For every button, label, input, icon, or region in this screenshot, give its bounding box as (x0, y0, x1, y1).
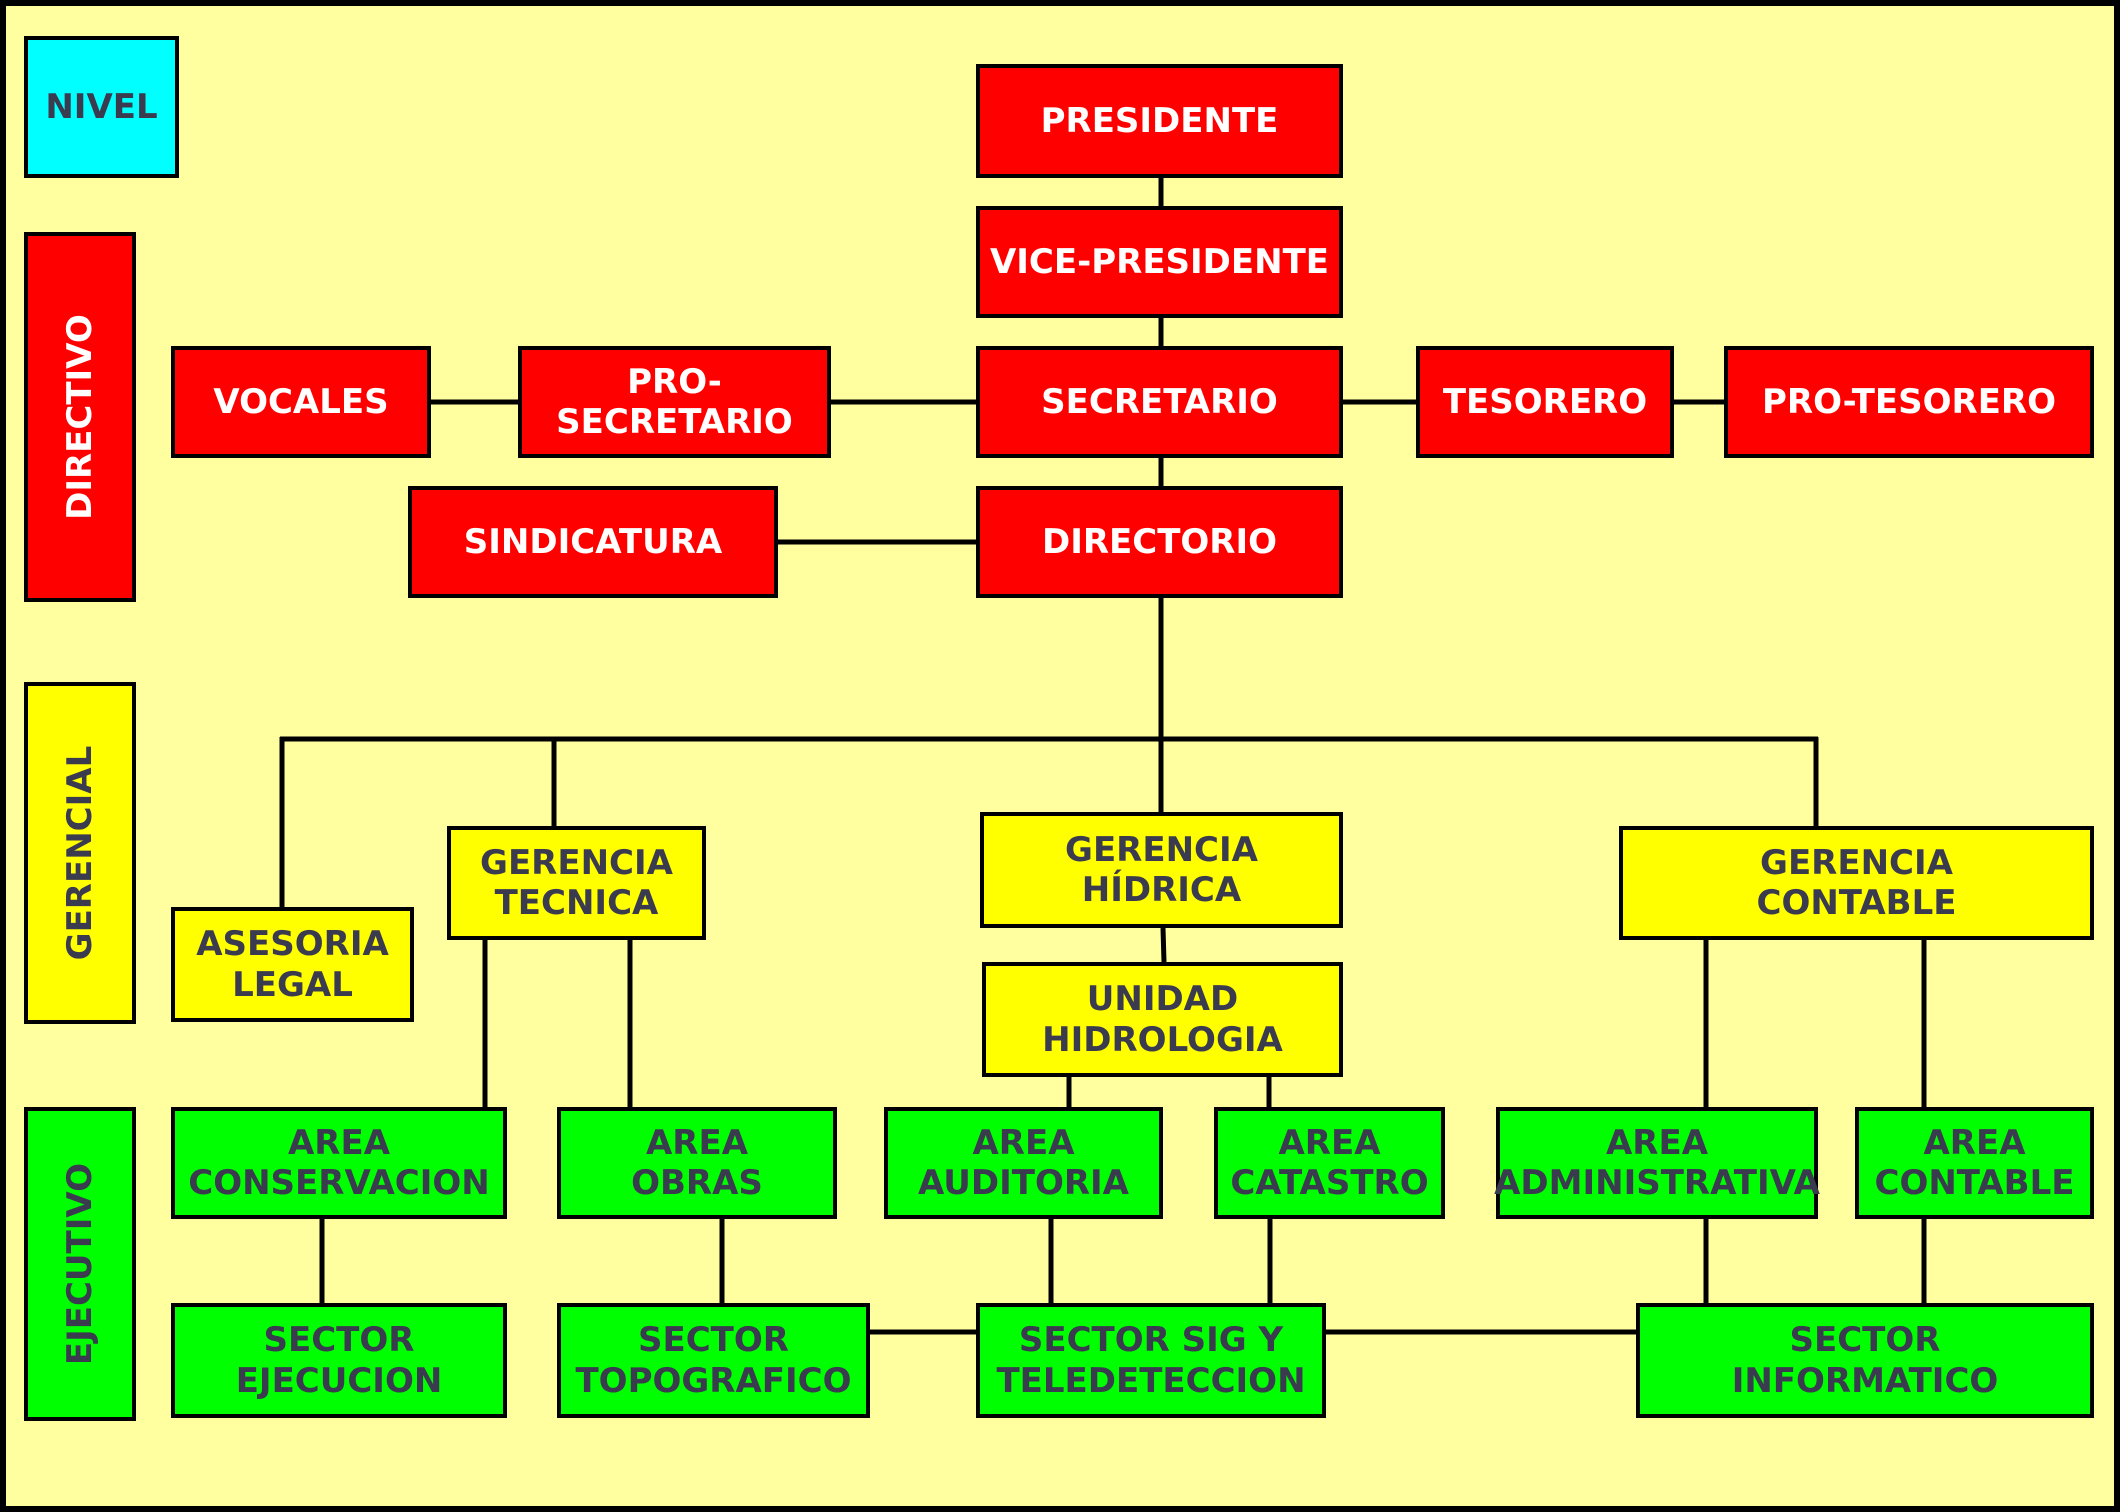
node-sector-informatico: SECTOR INFORMATICO (1636, 1303, 2094, 1418)
node-vice-presidente: VICE-PRESIDENTE (976, 206, 1343, 318)
node-secretario: SECRETARIO (976, 346, 1343, 458)
level-label-directivo: DIRECTIVO (24, 232, 136, 602)
node-sector-sig-teledeteccion: SECTOR SIG Y TELEDETECCION (976, 1303, 1326, 1418)
node-area-catastro: AREA CATASTRO (1214, 1107, 1445, 1219)
node-presidente: PRESIDENTE (976, 64, 1343, 178)
node-pro-tesorero: PRO-TESORERO (1724, 346, 2094, 458)
node-sindicatura: SINDICATURA (408, 486, 778, 598)
node-pro-secretario: PRO- SECRETARIO (518, 346, 831, 458)
level-label-ejecutivo: EJECUTIVO (24, 1107, 136, 1421)
node-area-administrativa: AREA ADMINISTRATIVA (1494, 1107, 1820, 1219)
node-area-contable: AREA CONTABLE (1855, 1107, 2094, 1219)
node-area-obras: AREA OBRAS (557, 1107, 837, 1219)
node-area-conservacion: AREA CONSERVACION (171, 1107, 507, 1219)
node-gerencia-tecnica: GERENCIA TECNICA (447, 826, 706, 940)
node-sector-ejecucion: SECTOR EJECUCION (171, 1303, 507, 1418)
level-label-gerencial: GERENCIAL (24, 682, 136, 1024)
node-tesorero: TESORERO (1416, 346, 1674, 458)
node-area-auditoria: AREA AUDITORIA (884, 1107, 1163, 1219)
node-gerencia-contable: GERENCIA CONTABLE (1619, 826, 2094, 940)
level-label-nivel: NIVEL (24, 36, 179, 178)
node-directorio: DIRECTORIO (976, 486, 1343, 598)
node-gerencia-hidrica: GERENCIA HÍDRICA (980, 812, 1343, 928)
node-unidad-hidrologia: UNIDAD HIDROLOGIA (982, 962, 1343, 1077)
node-vocales: VOCALES (171, 346, 431, 458)
node-sector-topografico: SECTOR TOPOGRAFICO (557, 1303, 870, 1418)
connector-lines (279, 178, 1927, 1335)
node-asesoria-legal: ASESORIA LEGAL (171, 907, 414, 1022)
